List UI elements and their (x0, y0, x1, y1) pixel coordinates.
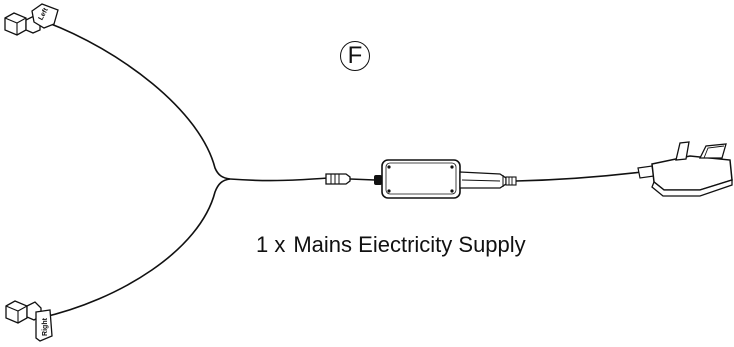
mains-plug-icon (637, 141, 733, 197)
part-letter-badge: F (340, 41, 370, 71)
item-caption: 1 x Mains Eiectricity Supply (256, 232, 526, 258)
plug-label-bottom: Right (42, 317, 49, 336)
right-jack-plug-icon: Right (5, 300, 53, 342)
cable-main (229, 177, 329, 182)
cable-to-mains (515, 170, 651, 182)
cable-branch-bottom (39, 178, 231, 319)
cable-branch-top (45, 21, 231, 180)
part-letter: F (347, 42, 363, 69)
caption-quantity: 1 x (256, 232, 286, 257)
left-jack-plug-icon: Left (4, 3, 59, 36)
power-supply-box-icon (381, 159, 517, 199)
inline-connector-icon (325, 173, 382, 185)
caption-item: Mains Eiectricity Supply (293, 232, 526, 257)
